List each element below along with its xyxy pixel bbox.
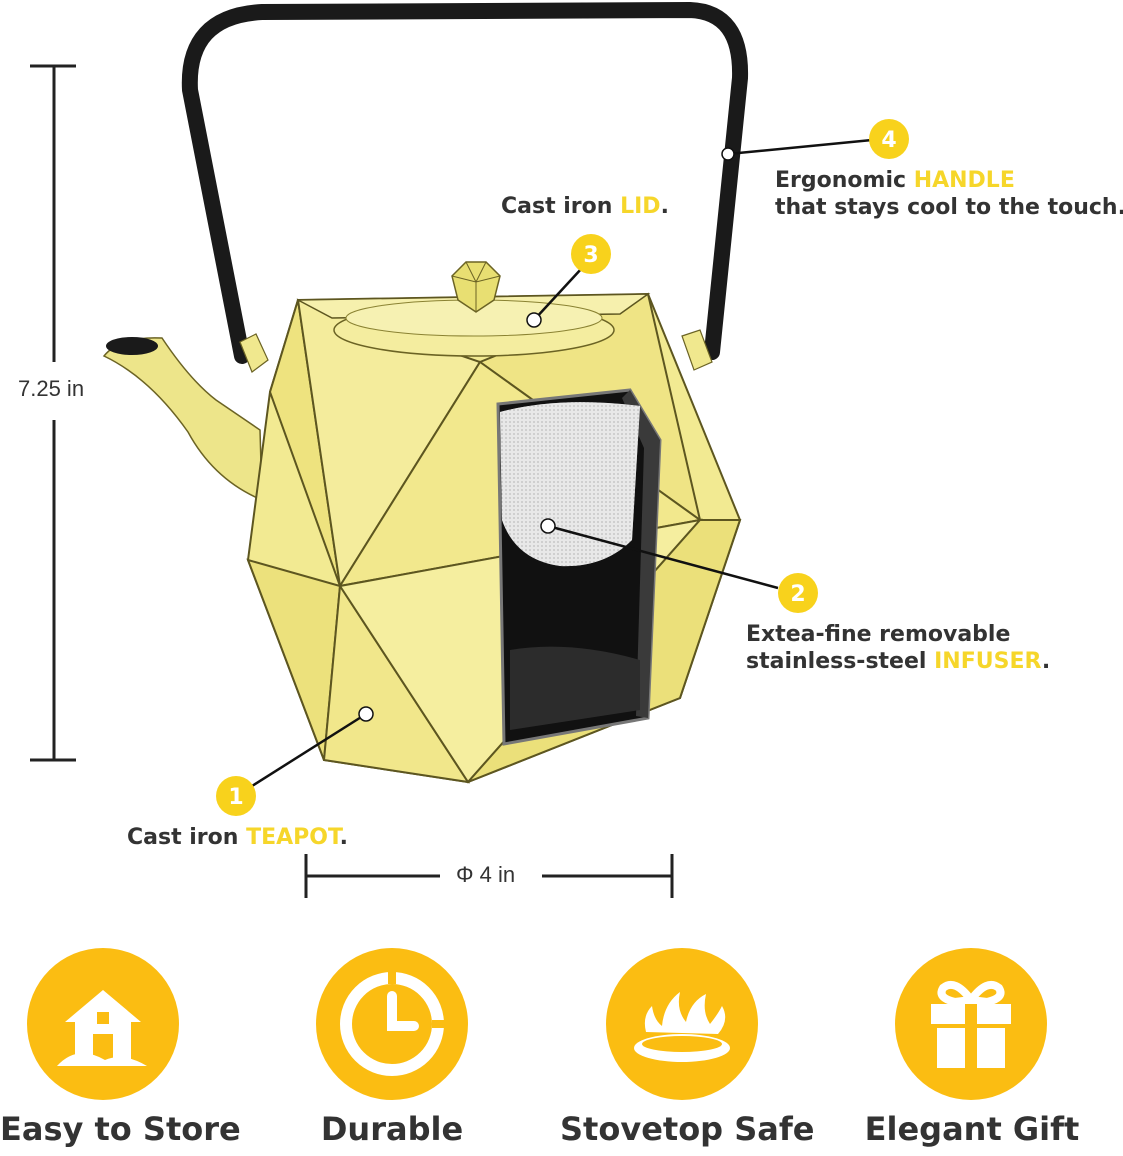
- callout-badge-1: 1: [216, 776, 256, 816]
- callout-lid-highlight: LID: [620, 194, 661, 219]
- teapot-handle: [181, 2, 749, 364]
- badge-number-3: 3: [583, 243, 598, 268]
- callout-handle-prefix: Ergonomic: [775, 168, 914, 193]
- callout-lid-text: Cast iron LID.: [501, 193, 669, 220]
- callout-infuser-line2: stainless-steel INFUSER.: [746, 648, 1050, 675]
- badge-number-2: 2: [790, 582, 805, 607]
- callout-infuser-text: Extea-fine removable stainless-steel INF…: [746, 621, 1050, 675]
- diameter-dimension-label: Φ 4 in: [456, 862, 516, 888]
- easy-to-store-badge: [27, 948, 179, 1100]
- callout-teapot-prefix: Cast iron: [127, 825, 247, 850]
- callout-teapot-suffix: .: [339, 825, 349, 850]
- feature-label-easy-to-store: Easy to Store: [0, 1110, 241, 1148]
- house-icon: [57, 990, 147, 1066]
- height-dimension-label: 7.25 in: [16, 376, 87, 402]
- callout-lid-prefix: Cast iron: [501, 194, 621, 219]
- callout-badge-4: 4: [869, 119, 909, 159]
- callout-infuser-line1: Extea-fine removable: [746, 622, 1011, 647]
- callout-infuser-highlight: INFUSER: [934, 649, 1042, 674]
- elegant-gift-badge: [895, 948, 1047, 1100]
- callout-handle-line2: that stays cool to the touch.: [775, 195, 1123, 220]
- callout-handle-highlight: HANDLE: [913, 168, 1015, 193]
- callout-teapot-highlight: TEAPOT: [246, 825, 340, 850]
- durable-badge: [316, 948, 468, 1100]
- callout-teapot-text: Cast iron TEAPOT.: [127, 824, 348, 851]
- callout-infuser-suffix: .: [1041, 649, 1051, 674]
- callout-badge-2: 2: [778, 573, 818, 613]
- feature-label-durable: Durable: [320, 1110, 464, 1148]
- callout-badge-3: 3: [571, 234, 611, 274]
- callout-handle-text: Ergonomic HANDLE that stays cool to the …: [775, 167, 1123, 221]
- feature-label-stovetop-safe: Stovetop Safe: [560, 1110, 815, 1148]
- feature-label-elegant-gift: Elegant Gift: [864, 1110, 1080, 1148]
- teapot-illustration: 1 2 3 4: [30, 2, 909, 898]
- gift-icon: [931, 981, 1011, 1068]
- badge-number-1: 1: [228, 785, 243, 810]
- clock-icon: [340, 970, 446, 1076]
- stovetop-safe-badge: [606, 948, 758, 1100]
- stove-flame-icon: [634, 992, 730, 1062]
- badge-number-4: 4: [881, 128, 896, 153]
- callout-infuser-prefix: stainless-steel: [746, 649, 935, 674]
- callout-handle-line1: Ergonomic HANDLE: [775, 167, 1123, 194]
- callout-lid-suffix: .: [660, 194, 669, 219]
